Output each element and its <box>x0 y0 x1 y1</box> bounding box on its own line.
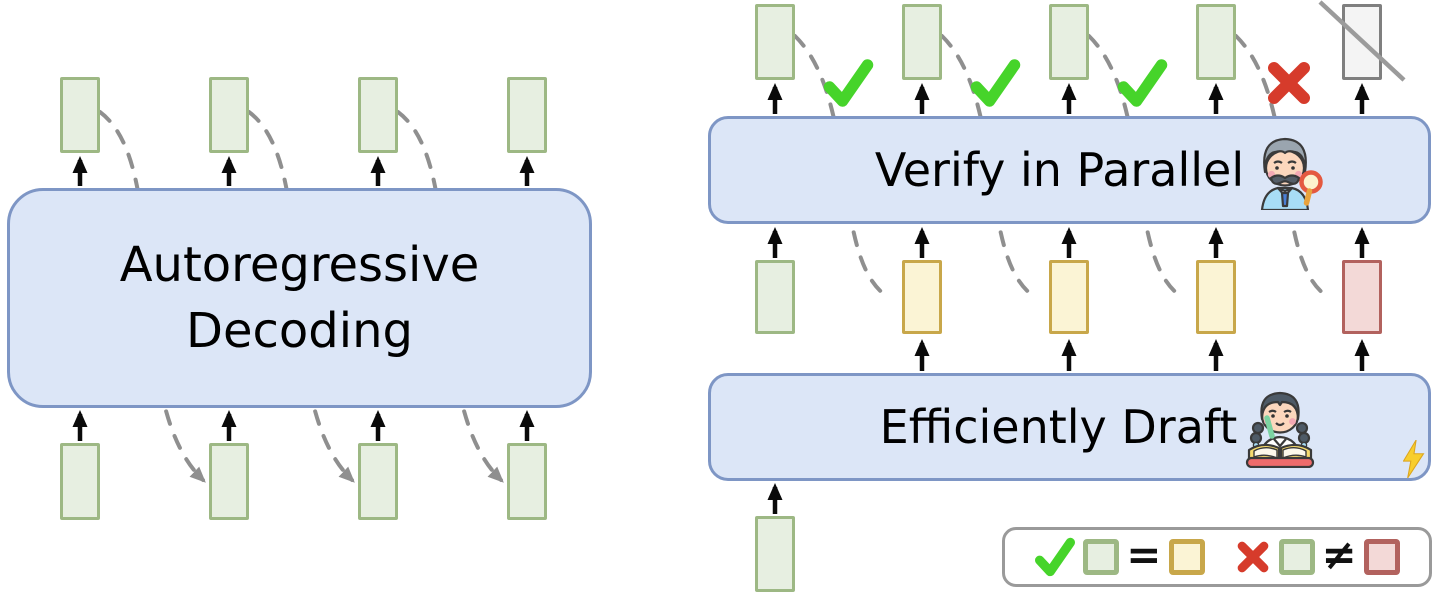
accept-check-icon <box>830 65 868 101</box>
verify-box-label: Verify in Parallel <box>874 143 1245 197</box>
verify-in-parallel-box: Verify in Parallel <box>708 116 1431 224</box>
check-icon <box>1034 536 1076 578</box>
token-yellow <box>1196 260 1236 334</box>
token-green <box>902 4 942 80</box>
token-gray-slashed <box>1342 4 1382 80</box>
token-yellow <box>1049 260 1089 334</box>
token-green <box>60 443 100 520</box>
token-green <box>209 443 249 520</box>
autoregressive-decoding-box: Autoregressive Decoding <box>7 188 592 408</box>
token-green <box>358 443 398 520</box>
token-green <box>358 77 398 153</box>
token-green <box>755 260 795 334</box>
reject-cross-icon <box>1274 68 1304 98</box>
legend: = ≠ <box>1002 527 1432 587</box>
accept-check-icon <box>977 65 1015 101</box>
legend-red-token-swatch <box>1363 539 1400 575</box>
token-yellow <box>902 260 942 334</box>
token-green <box>1049 4 1089 80</box>
token-green <box>507 77 547 153</box>
token-green <box>755 4 795 80</box>
detective-magnifier-emoji <box>1261 137 1323 210</box>
efficiently-draft-box: Efficiently Draft <box>708 373 1431 481</box>
legend-green-token-swatch <box>1083 539 1120 575</box>
left-box-label-line2: Decoding <box>186 303 413 359</box>
legend-green-token-swatch <box>1278 539 1315 575</box>
token-green <box>209 77 249 153</box>
legend-not-equal-symbol: ≠ <box>1321 530 1357 579</box>
draft-box-label: Efficiently Draft <box>879 400 1238 454</box>
token-red <box>1342 260 1382 334</box>
cross-icon <box>1234 538 1272 576</box>
legend-yellow-token-swatch <box>1168 539 1205 575</box>
legend-equal-symbol: = <box>1126 530 1162 579</box>
left-box-label-line1: Autoregressive <box>119 237 480 293</box>
token-green <box>60 77 100 153</box>
token-green <box>507 443 547 520</box>
person-writing-emoji <box>1246 391 1315 468</box>
token-green <box>1196 4 1236 80</box>
token-green <box>755 516 795 592</box>
accept-check-icon <box>1124 65 1162 101</box>
